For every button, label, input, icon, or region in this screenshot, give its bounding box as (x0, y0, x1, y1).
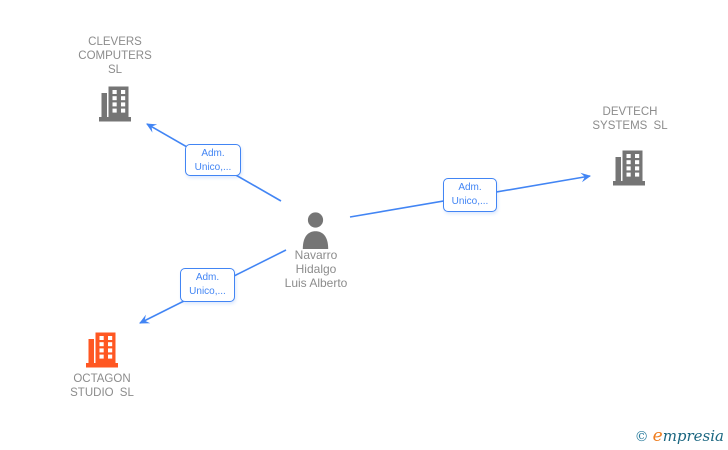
company-label-devtech[interactable]: DEVTECH SYSTEMS SL (592, 105, 667, 133)
edge-label-line: Adm. (195, 272, 220, 283)
copyright-icon: © (634, 429, 649, 445)
person-name[interactable]: Navarro Hidalgo Luis Alberto (285, 248, 348, 290)
company-label-line: OCTAGON (73, 373, 131, 385)
person-name-line: Navarro (294, 248, 338, 262)
building-icon-octagon[interactable] (85, 332, 119, 368)
brand-initial: e (652, 426, 663, 446)
company-label-line: COMPUTERS (78, 50, 152, 62)
edge-label-line: Adm. (458, 182, 482, 193)
edge-label-line: Unico,... (451, 196, 489, 207)
edge-label-person-octagon[interactable]: Adm. Unico,... (180, 268, 235, 302)
company-label-line: CLEVERS (88, 36, 142, 48)
edge-label-person-devtech[interactable]: Adm. Unico,... (443, 178, 497, 212)
edge-label-line: Unico,... (189, 286, 226, 297)
building-icon-devtech[interactable] (612, 150, 646, 186)
company-label-line: DEVTECH (602, 106, 658, 118)
brand-name: mpresia (662, 427, 724, 445)
company-label-line: STUDIO SL (70, 387, 134, 399)
building-icon-clevers[interactable] (98, 86, 132, 122)
empresia-watermark: ©empresia (635, 426, 724, 446)
company-label-octagon[interactable]: OCTAGON STUDIO SL (70, 372, 134, 400)
company-label-clevers[interactable]: CLEVERS COMPUTERS SL (78, 35, 151, 77)
company-label-line: SL (107, 64, 123, 76)
edge-label-line: Unico,... (194, 162, 232, 173)
person-name-line: Hidalgo (295, 262, 337, 276)
person-icon[interactable] (302, 212, 329, 249)
edge-label-line: Adm. (201, 148, 225, 159)
company-label-line: SYSTEMS SL (592, 120, 668, 132)
person-name-line: Luis Alberto (284, 276, 348, 290)
edge-label-person-clevers[interactable]: Adm. Unico,... (185, 144, 241, 176)
